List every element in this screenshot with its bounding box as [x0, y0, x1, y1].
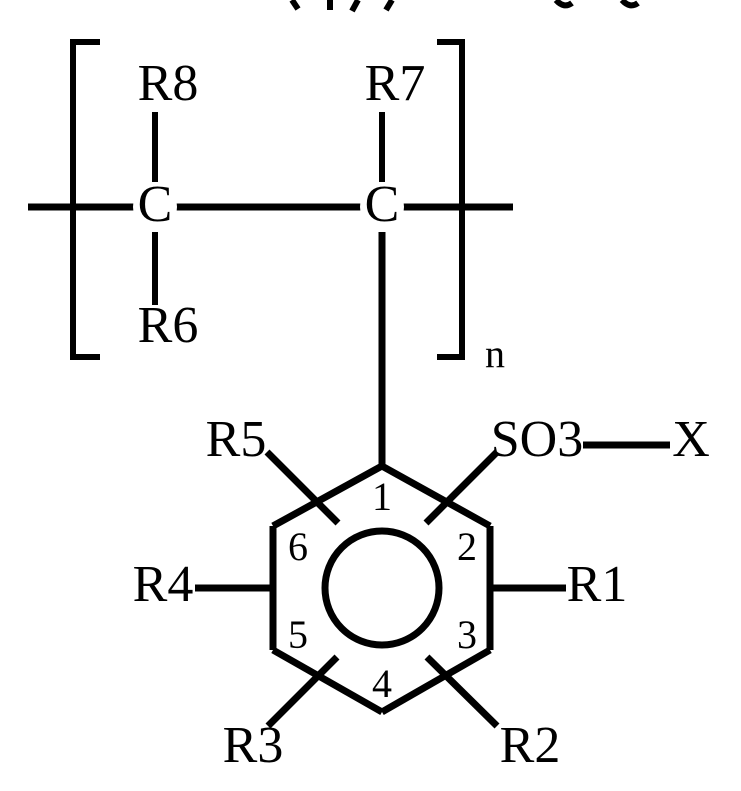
bond-ring-to-so3: [423, 449, 500, 526]
bond-ring-to-r3: [265, 654, 340, 729]
bond-ring-to-r2: [424, 654, 500, 729]
ring-position-1: 1: [372, 474, 392, 519]
repeat-unit-subscript: n: [485, 331, 505, 376]
substituent-label-r7: R7: [365, 55, 426, 112]
substituent-label-r3: R3: [223, 717, 284, 774]
ring-position-2: 2: [457, 524, 477, 569]
polymer-bracket-left: [70, 39, 100, 360]
ring-position-6: 6: [288, 524, 308, 569]
carbon-atom-left: C: [133, 176, 177, 233]
ring-position-5: 5: [288, 612, 308, 657]
substituent-label-r4: R4: [133, 556, 194, 613]
polymer-bracket-right: [437, 39, 465, 360]
carbon-atom-right: C: [360, 176, 404, 233]
substituent-label-r8: R8: [138, 55, 199, 112]
substituent-label-r1: R1: [567, 556, 628, 613]
carbon-right-label: C: [365, 176, 400, 233]
carbon-left-label: C: [138, 176, 173, 233]
ring-position-4: 4: [372, 661, 392, 706]
clipped-top-text: [230, 0, 650, 14]
substituent-label-r5: R5: [206, 411, 267, 468]
substituent-label-r6: R6: [138, 297, 199, 354]
substituent-label-so3: SO3: [491, 411, 583, 468]
substituent-label-r2: R2: [500, 717, 561, 774]
substituent-label-x: X: [672, 411, 710, 468]
aromatic-circle: [321, 527, 443, 649]
ring-position-3: 3: [457, 612, 477, 657]
bond-ring-to-r5: [264, 449, 341, 526]
